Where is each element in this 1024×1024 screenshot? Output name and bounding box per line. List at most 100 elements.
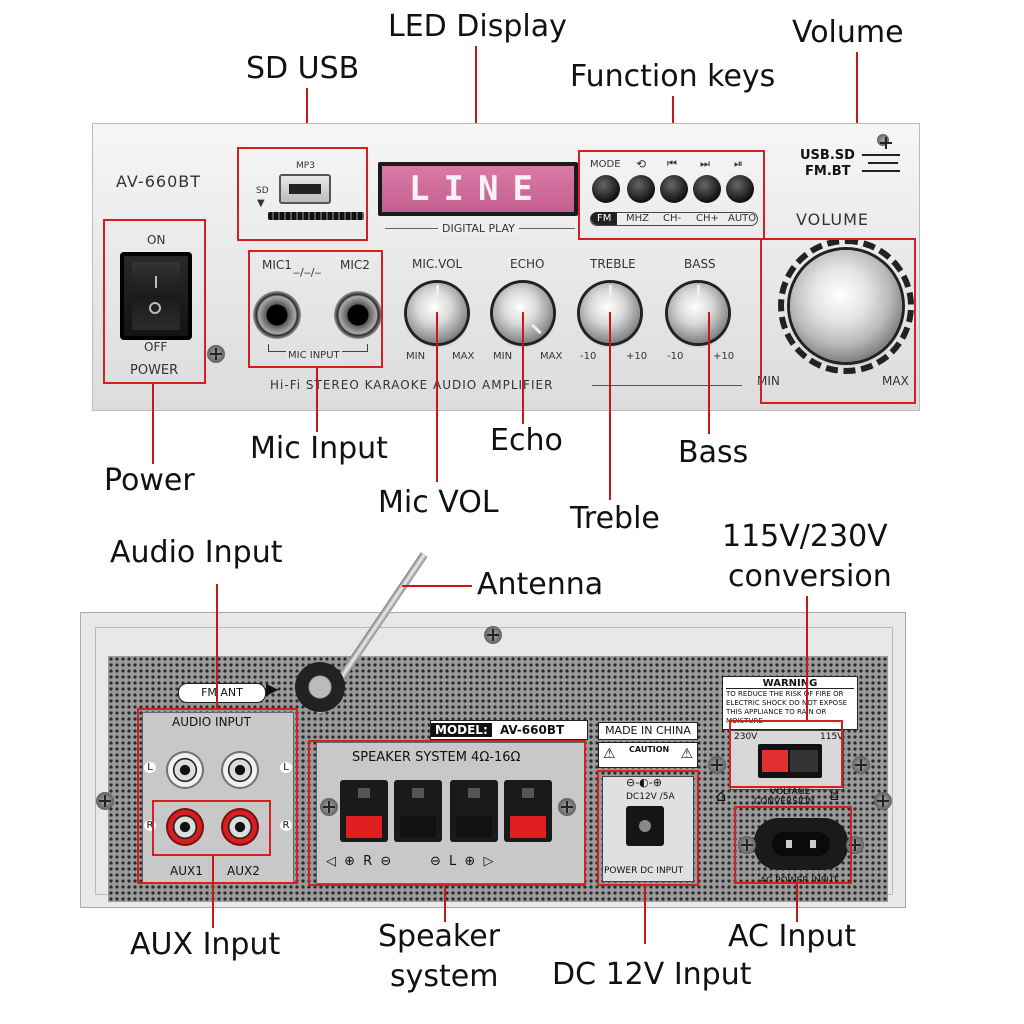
aux-l-left-label: L [144, 762, 156, 773]
voltage-conversion-highlight [729, 720, 843, 788]
amplifier-title: Hi-Fi STEREO KARAOKE AUDIO AMPLIFIER [270, 378, 554, 392]
audio-input-highlight [137, 708, 298, 884]
knob-label-mic-vol: MIC.VOL [412, 257, 463, 271]
power-switch[interactable] [120, 252, 192, 340]
next-chplus-button[interactable] [693, 175, 721, 203]
screw-icon [874, 792, 892, 810]
callout-mic-vol: Mic VOL [378, 485, 499, 520]
screw-icon [738, 836, 756, 854]
back-model-value: AV-660BT [499, 723, 565, 737]
screw-icon [320, 798, 338, 816]
mic1-jack[interactable] [253, 291, 301, 339]
power-on-label: ON [147, 233, 166, 247]
model-label: AV-660BT [116, 172, 201, 191]
echo-min-label: MIN [493, 351, 513, 362]
leader-aux-input [212, 856, 214, 928]
dc-power-jack[interactable] [626, 806, 664, 846]
voltage-selector-switch[interactable] [758, 744, 822, 778]
leader-ac-input [796, 884, 798, 922]
aux1-right-jack[interactable] [166, 808, 204, 846]
leader-bass [708, 312, 710, 434]
dc-input-highlight [597, 770, 699, 886]
fkey-label-prev: ⏮ [667, 157, 677, 170]
aux2-label: AUX2 [227, 864, 260, 878]
callout-dc-input: DC 12V Input [552, 957, 752, 992]
fkey-label-auto: AUTO [728, 213, 757, 224]
mic-input-highlight [248, 250, 383, 368]
v230-label: 230V [734, 732, 758, 742]
leader-mic-vol [436, 312, 438, 482]
mic-vol-min-label: MIN [406, 351, 426, 362]
callout-aux-input: AUX Input [130, 927, 281, 962]
volume-max-label: MAX [882, 374, 909, 388]
speaker-system-label: SPEAKER SYSTEM 4Ω-16Ω [352, 750, 521, 765]
screw-icon [852, 756, 870, 774]
mic2-label: MIC2 [340, 258, 370, 272]
fkey-label-mode: MODE [590, 159, 621, 170]
ac-input-highlight [734, 806, 852, 884]
v115-label: 115V [820, 732, 844, 742]
power-label: POWER [130, 363, 179, 378]
screw-icon [96, 792, 114, 810]
speaker-system-highlight [308, 740, 586, 886]
fkey-label-fm: FM [591, 212, 618, 225]
ac-power-socket[interactable] [754, 818, 848, 870]
echo-max-label: MAX [540, 351, 563, 362]
aux1-left-jack[interactable] [166, 751, 204, 789]
led-display-text: LINE [409, 169, 547, 209]
treble-max-label: +10 [626, 351, 648, 362]
bass-knob[interactable] [668, 283, 728, 343]
double-square-icon: ⧈ [830, 788, 839, 804]
speaker-terminal-right-minus[interactable] [450, 780, 498, 842]
logo-line1: USB.SD [800, 148, 855, 163]
mic1-label: MIC1 [262, 258, 292, 272]
mic-linked-icon: ‒/‒/‒ [293, 266, 322, 279]
aux-l-right-label: L [280, 762, 292, 773]
mic-vol-max-label: MAX [452, 351, 475, 362]
leader-treble [609, 312, 611, 500]
callout-bass: Bass [678, 435, 749, 470]
aux1-label: AUX1 [170, 864, 203, 878]
mp3-label: MP3 [296, 161, 315, 171]
repeat-mhz-button[interactable] [627, 175, 655, 203]
aux2-left-jack[interactable] [221, 751, 259, 789]
volume-dial-ring [778, 238, 914, 374]
callout-led-display: LED Display [388, 9, 567, 44]
fkey-label-ch-minus: CH- [663, 213, 682, 224]
dc-polarity-icon: ⊖-◐-⊕ [626, 776, 662, 789]
back-model-label: MODEL: [431, 723, 492, 737]
treble-min-label: -10 [580, 351, 597, 362]
speaker-terminal-left-minus[interactable] [394, 780, 442, 842]
callout-sd-usb: SD USB [246, 51, 360, 86]
digital-play-label: DIGITAL PLAY [438, 222, 519, 235]
speaker-symbols-row: ◁ ⊕ R ⊖ ⊖ L ⊕ ▷ [326, 854, 496, 869]
logo-lines-icon [862, 152, 902, 176]
leader-antenna [402, 585, 472, 587]
fm-ant-label: FM ANT [201, 686, 243, 699]
aux2-right-jack[interactable] [221, 808, 259, 846]
speaker-terminal-right-plus[interactable] [504, 780, 552, 842]
knob-label-bass: BASS [684, 257, 716, 271]
mic2-jack[interactable] [334, 291, 382, 339]
knob-label-treble: TREBLE [590, 257, 636, 271]
sd-card-slot[interactable] [268, 212, 364, 220]
callout-speaker-line1: Speaker [378, 919, 501, 954]
callout-echo: Echo [490, 423, 563, 458]
prev-chminus-button[interactable] [660, 175, 688, 203]
callout-voltage-line2: conversion [728, 559, 892, 594]
sd-usb-highlight [237, 147, 368, 241]
callout-audio-input: Audio Input [110, 535, 283, 570]
made-in-label: MADE IN CHINA [605, 724, 691, 737]
volume-knob[interactable] [790, 250, 902, 362]
screw-icon [558, 798, 576, 816]
aux-r-left-label: R [144, 820, 156, 831]
play-auto-button[interactable] [726, 175, 754, 203]
speaker-terminal-left-plus[interactable] [340, 780, 388, 842]
made-in-plate: MADE IN CHINA [598, 722, 698, 740]
leader-led-display [475, 46, 477, 168]
usb-port[interactable] [279, 174, 331, 204]
fkey-label-mhz: MHZ [626, 213, 649, 224]
mode-fm-button[interactable] [592, 175, 620, 203]
caution-flash-icon: ⚠ [680, 746, 693, 762]
sd-label: SD [256, 186, 269, 196]
